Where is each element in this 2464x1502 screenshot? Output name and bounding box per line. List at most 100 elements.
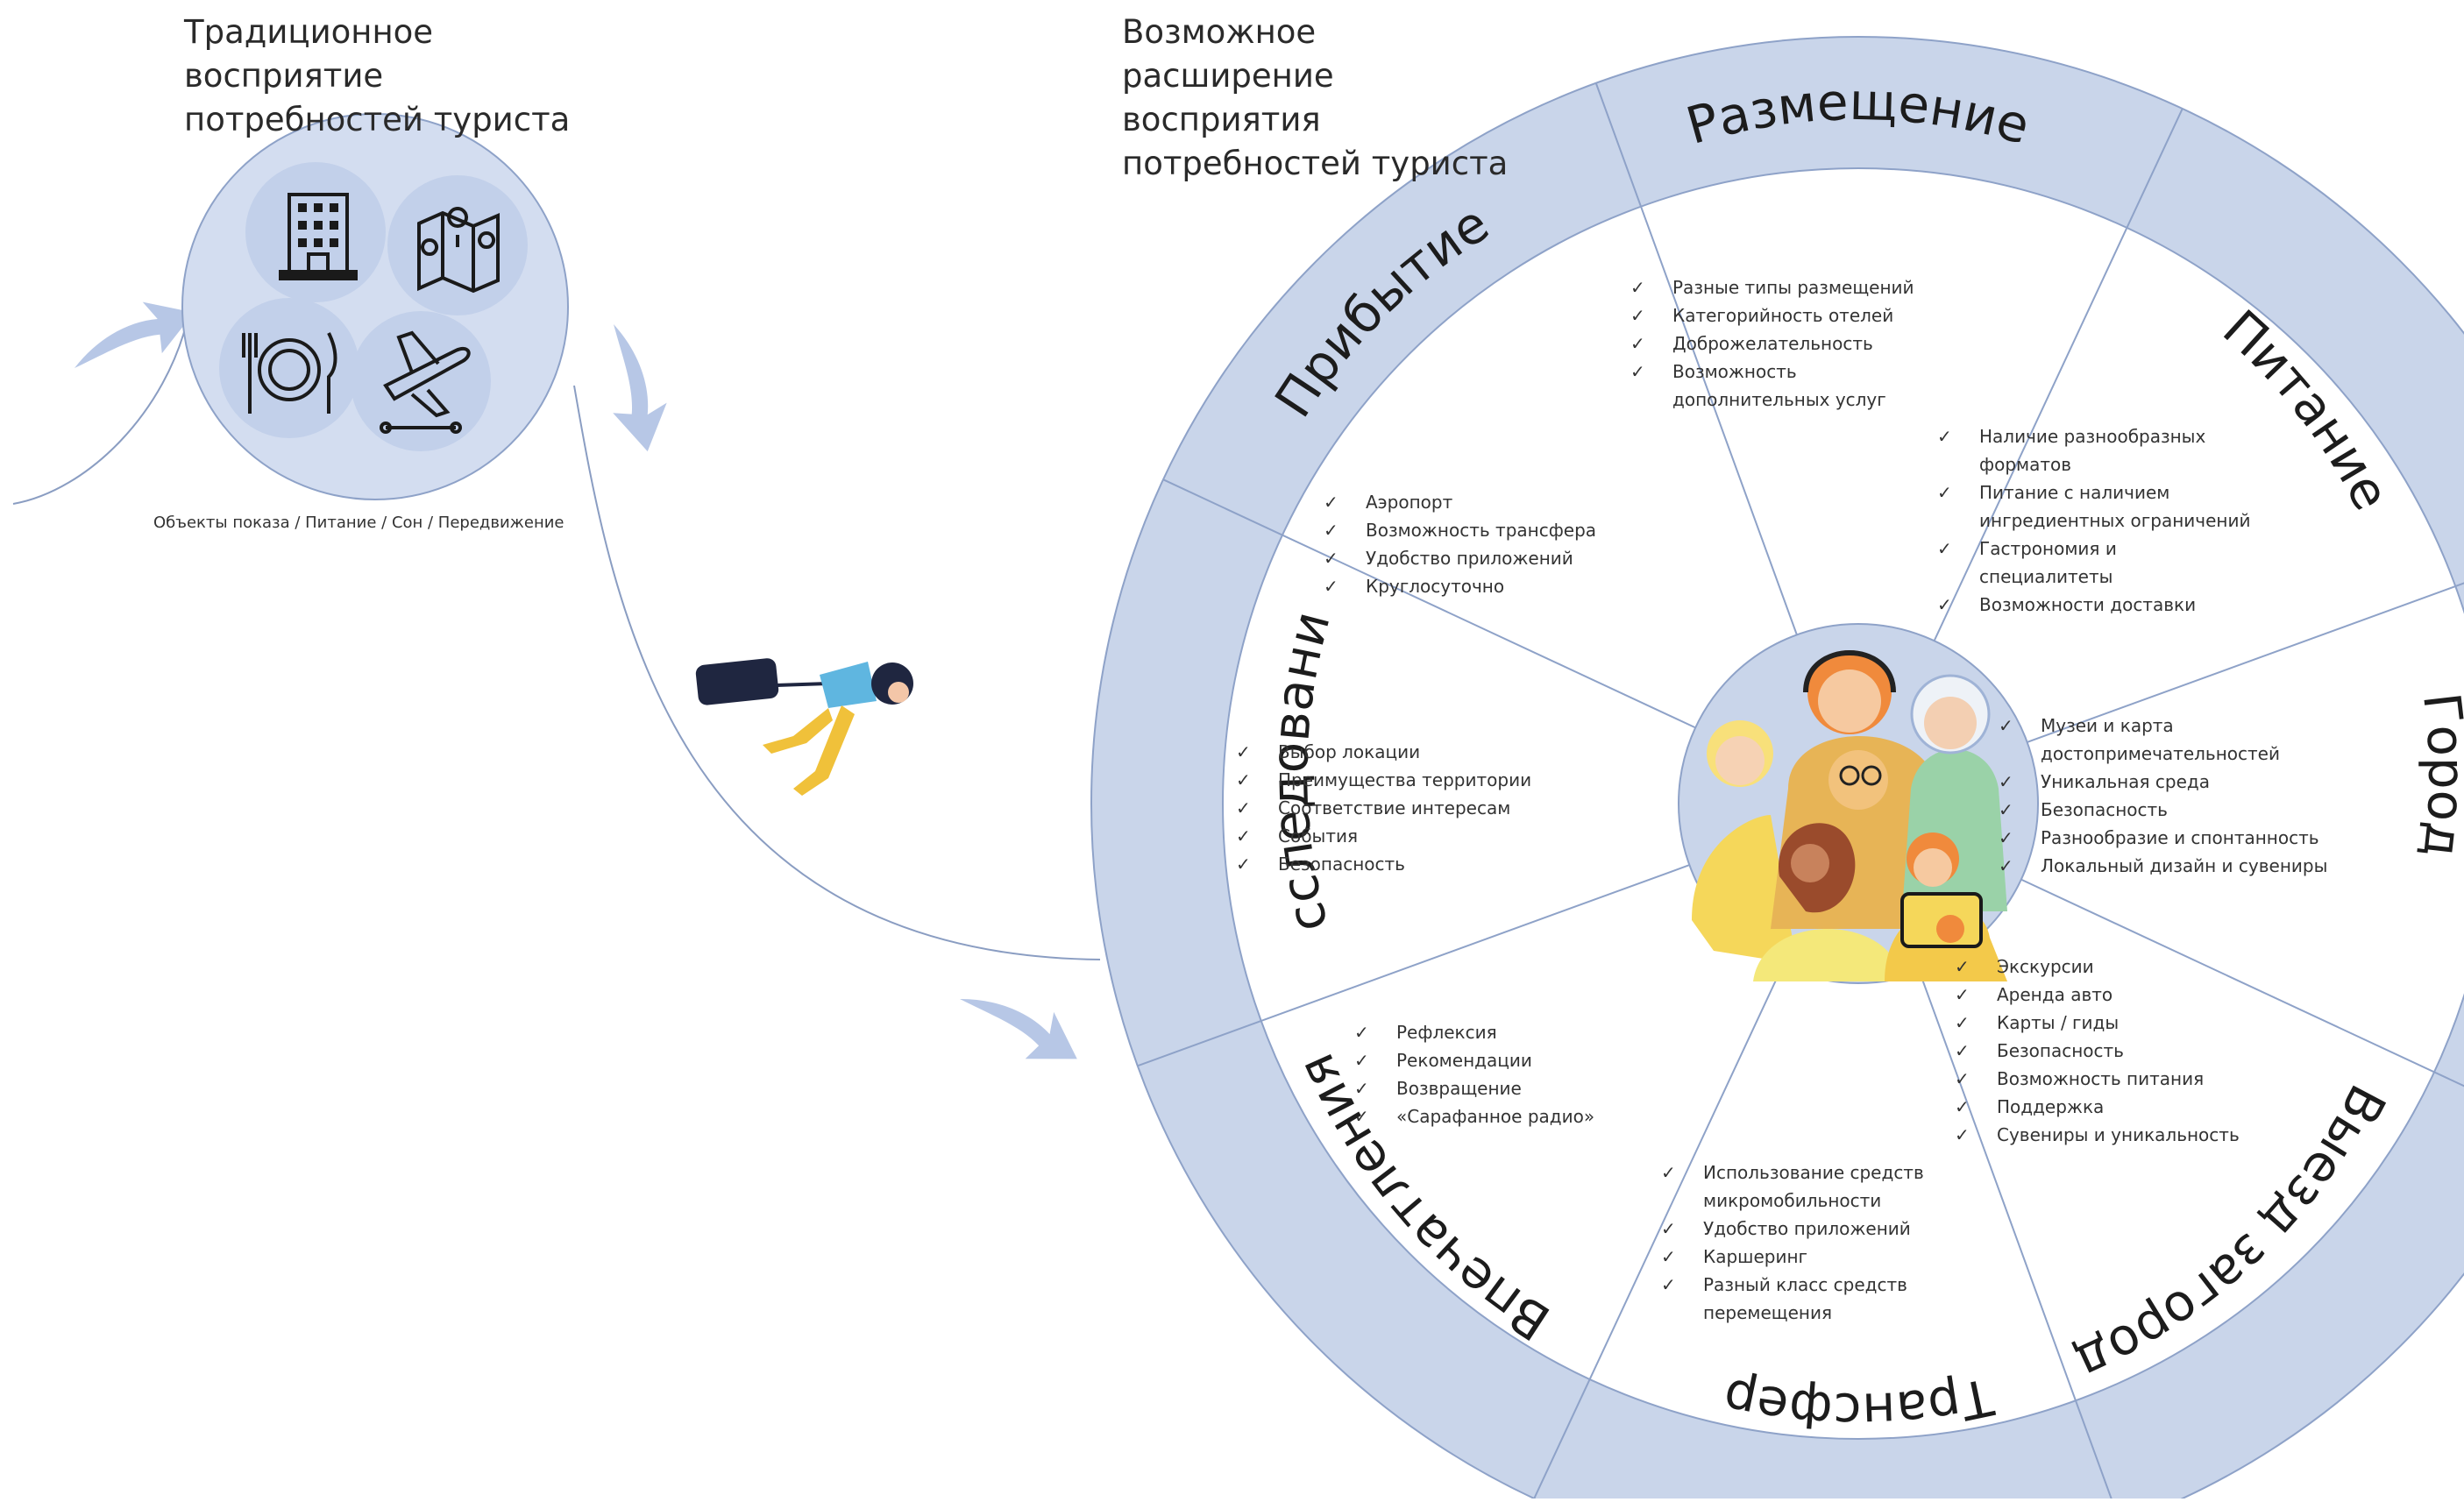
segment-label: Город <box>2411 690 2464 861</box>
segment-item-list: ✓ Выбор локации ✓ Преимущества территории ✓ С… <box>1236 741 1531 875</box>
segment-item-list: ✓Аэропорт✓Возможность трансфера✓Удобство… <box>1324 492 1596 597</box>
segment-item: Безопасность <box>1278 854 1405 875</box>
check-icon: ✓ <box>1236 825 1251 847</box>
check-icon: ✓ <box>1661 1218 1676 1239</box>
expanded-title: Возможное расширение восприятия потребно… <box>1122 11 1578 186</box>
check-icon: ✓ <box>1999 855 2013 876</box>
segment-item-list: ✓Музеи и картадостопримечательностей✓Уни… <box>1999 715 2327 876</box>
segment-item: Разные типы размещений <box>1672 277 1914 298</box>
segment-item: форматов <box>1979 454 2071 475</box>
traditional-title: Традиционное восприятие потребностей тур… <box>184 11 640 142</box>
segment-item: Рекомендации <box>1396 1050 1532 1071</box>
segment-item: Безопасность <box>1997 1040 2124 1061</box>
check-icon: ✓ <box>1354 1106 1369 1127</box>
segment-items: ✓ Разные типы размещений ✓ Категорийность о… <box>1236 277 2327 1323</box>
segment-item-list: ✓ Рефлексия ✓ Рекомендации ✓ Возвращение ✓ «Сар… <box>1354 1022 1594 1127</box>
check-icon: ✓ <box>1236 741 1251 762</box>
check-icon: ✓ <box>1955 1096 1970 1117</box>
segment-item-list: ✓ Использование средств микромобильности ✓ У… <box>1661 1162 1924 1323</box>
traditional-circle <box>181 113 569 500</box>
segment-divider <box>1919 972 2114 1502</box>
arrow-left-icon <box>75 301 195 368</box>
check-icon: ✓ <box>1630 277 1645 298</box>
check-icon: ✓ <box>1354 1022 1369 1043</box>
title-line: восприятия <box>1122 101 1321 138</box>
check-icon: ✓ <box>1955 1012 1970 1033</box>
wheel-dividers <box>1137 82 2464 1502</box>
segment-item: Сувениры и уникальность <box>1997 1124 2240 1145</box>
plane-icon <box>380 330 471 434</box>
segment-item: специалитеты <box>1979 566 2113 587</box>
segment-item: Каршеринг <box>1703 1246 1807 1267</box>
title-line: потребностей туриста <box>1122 145 1509 182</box>
segment-divider <box>1137 864 1690 1067</box>
check-icon: ✓ <box>1661 1246 1676 1267</box>
segment-item: Наличие разнообразных <box>1979 426 2205 447</box>
segment-item: Удобство приложений <box>1703 1218 1911 1239</box>
segment-item: Аренда авто <box>1997 984 2113 1005</box>
segment-item: Использование средств <box>1703 1162 1924 1183</box>
check-icon: ✓ <box>1630 361 1645 382</box>
check-icon: ✓ <box>1955 1068 1970 1089</box>
segment-item: перемещения <box>1703 1302 1832 1323</box>
title-line: восприятие <box>184 57 384 95</box>
check-icon: ✓ <box>1236 797 1251 818</box>
segment-item: Возвращение <box>1396 1078 1522 1099</box>
segment-item: Гастрономия и <box>1979 538 2117 559</box>
segment-item: Рефлексия <box>1396 1022 1497 1043</box>
segment-item: достопримечательностей <box>2041 743 2280 764</box>
segment-item: Карты / гиды <box>1997 1012 2119 1033</box>
arrow-down-icon <box>613 324 667 452</box>
plate-icon <box>242 332 337 414</box>
segment-item: Удобство приложений <box>1366 548 1573 569</box>
check-icon: ✓ <box>1661 1162 1676 1183</box>
title-line: Традиционное <box>184 13 434 51</box>
segment-item: Возможность <box>1672 361 1797 382</box>
segment-item: микромобильности <box>1703 1190 1881 1211</box>
check-icon: ✓ <box>1354 1078 1369 1099</box>
segment-divider <box>1933 108 2184 641</box>
check-icon: ✓ <box>1324 520 1339 541</box>
segment-item: Экскурсии <box>1997 956 2094 977</box>
title-line: потребностей туриста <box>184 101 571 138</box>
segment-divider <box>2027 582 2464 743</box>
check-icon: ✓ <box>1937 426 1952 447</box>
journey-curve <box>12 315 1101 960</box>
segment-item: ингредиентных ограничений <box>1979 510 2250 531</box>
segment-item: Поддержка <box>1997 1096 2104 1117</box>
segment-item: Локальный дизайн и сувениры <box>2041 855 2327 876</box>
check-icon: ✓ <box>1236 854 1251 875</box>
map-icon <box>417 207 500 294</box>
check-icon: ✓ <box>1630 305 1645 326</box>
check-icon: ✓ <box>1661 1274 1676 1295</box>
segment-divider <box>1533 966 1784 1499</box>
segment-item: Уникальная среда <box>2041 771 2210 792</box>
segment-item: Соответствие интересам <box>1278 797 1510 818</box>
segment-divider <box>1162 478 1696 729</box>
segment-item: Возможность питания <box>1997 1068 2204 1089</box>
check-icon: ✓ <box>1937 538 1952 559</box>
check-icon: ✓ <box>1999 827 2013 848</box>
check-icon: ✓ <box>1999 771 2013 792</box>
segment-item: Преимущества территории <box>1278 769 1531 790</box>
segment-divider <box>2020 878 2464 1088</box>
traditional-caption: Объекты показа / Питание / Сон / Передви… <box>153 514 565 532</box>
segment-item-list: ✓ Экскурсии ✓ Аренда авто ✓ Карты / гиды ✓ Безо… <box>1955 956 2240 1145</box>
segment-item: дополнительных услуг <box>1672 389 1886 410</box>
segment-divider <box>1594 82 1798 635</box>
check-icon: ✓ <box>1324 576 1339 597</box>
segment-item: Выбор локации <box>1278 741 1420 762</box>
segment-item: Возможность трансфера <box>1366 520 1596 541</box>
check-icon: ✓ <box>1955 956 1970 977</box>
segment-item: Возможности доставки <box>1979 594 2196 615</box>
segment-item: «Сарафанное радио» <box>1396 1106 1594 1127</box>
check-icon: ✓ <box>1354 1050 1369 1071</box>
check-icon: ✓ <box>1937 482 1952 503</box>
hotel-icon <box>279 193 358 280</box>
segment-item: Категорийность отелей <box>1672 305 1893 326</box>
segment-item: Доброжелательность <box>1672 333 1873 354</box>
check-icon: ✓ <box>1999 715 2013 736</box>
check-icon: ✓ <box>1236 769 1251 790</box>
